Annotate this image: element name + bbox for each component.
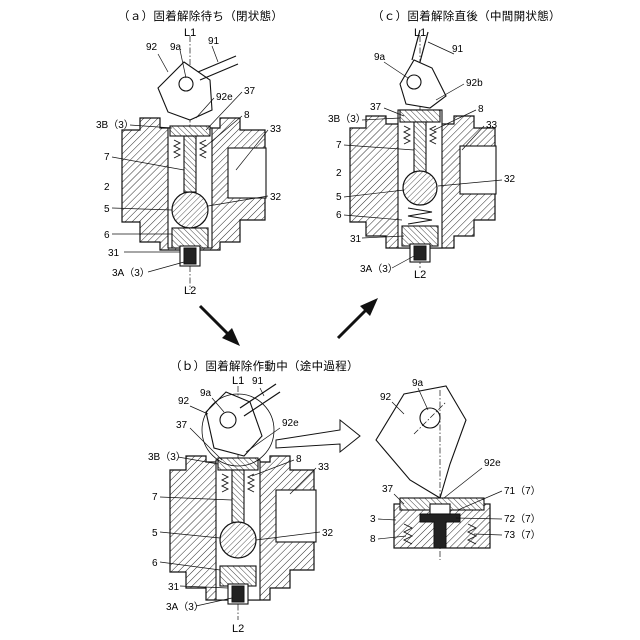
label-L1-c: L1 xyxy=(414,27,426,39)
label-6-c: 6 xyxy=(336,210,342,221)
guide-37-c xyxy=(400,110,440,122)
label-3B-c: 3B（3） xyxy=(328,113,366,125)
ball-valve-a xyxy=(172,192,208,228)
guide-37-a xyxy=(170,126,210,136)
label-31-c: 31 xyxy=(350,234,362,245)
label-8-detail: 8 xyxy=(370,534,376,545)
label-37-detail: 37 xyxy=(382,484,394,495)
inlet-plug-a xyxy=(184,248,196,264)
label-3-detail: 3 xyxy=(370,514,376,525)
label-91-a: 91 xyxy=(208,36,220,47)
label-92e-b: 92e xyxy=(282,418,299,429)
label-3B-b: 3B（3） xyxy=(148,451,186,463)
caption-a: （ａ）固着解除待ち（閉状態） xyxy=(118,9,283,23)
label-3B-a: 3B（3） xyxy=(96,119,134,131)
label-3A-b: 3A（3） xyxy=(166,601,204,613)
label-31-b: 31 xyxy=(168,582,180,593)
label-32-c: 32 xyxy=(504,174,516,185)
caption-b: （ｂ）固着解除作動中（途中過程） xyxy=(170,359,359,373)
label-L2-a: L2 xyxy=(184,285,196,297)
seat-a xyxy=(172,228,208,248)
label-92-b: 92 xyxy=(178,396,190,407)
label-37-a: 37 xyxy=(244,86,256,97)
inlet-plug-b xyxy=(232,586,244,602)
outlet-port-c xyxy=(460,146,496,194)
label-7-c: 7 xyxy=(336,140,342,151)
label-5-a: 5 xyxy=(104,204,110,215)
pivot-9a-c xyxy=(407,75,421,89)
ball-valve-b xyxy=(220,522,256,558)
label-5-b: 5 xyxy=(152,528,158,539)
pivot-9a-b xyxy=(220,412,236,428)
label-92e-detail: 92e xyxy=(484,458,501,469)
label-6-a: 6 xyxy=(104,230,110,241)
stem-c xyxy=(414,122,426,172)
seat-c xyxy=(402,226,438,246)
ball-valve-c xyxy=(403,171,437,205)
outlet-port-a xyxy=(228,148,266,198)
label-7-a: 7 xyxy=(104,152,110,163)
label-92b-c: 92b xyxy=(466,78,483,89)
panel-c: （ｃ）固着解除直後（中間開状態） L1 9a 91 92b 37 8 33 3B… xyxy=(328,9,561,281)
label-73-detail: 73（7） xyxy=(504,529,541,541)
label-92e-a: 92e xyxy=(216,92,233,103)
label-71-detail: 71（7） xyxy=(504,485,541,497)
label-L2-b: L2 xyxy=(232,623,244,635)
label-37-b: 37 xyxy=(176,420,188,431)
label-33-c: 33 xyxy=(486,120,498,131)
guide-37-b xyxy=(218,458,258,470)
label-9a-a: 9a xyxy=(170,42,182,53)
handle-91-b-1 xyxy=(240,384,276,408)
inlet-plug-c xyxy=(414,246,426,260)
label-5-c: 5 xyxy=(336,192,342,203)
label-L1-a: L1 xyxy=(184,27,196,39)
label-33-b: 33 xyxy=(318,462,330,473)
label-8-b: 8 xyxy=(296,454,302,465)
pivot-9a-a xyxy=(179,77,193,91)
label-3A-c: 3A（3） xyxy=(360,263,398,275)
label-8-c: 8 xyxy=(478,104,484,115)
label-91-b: 91 xyxy=(252,376,264,387)
caption-c: （ｃ）固着解除直後（中間開状態） xyxy=(372,9,561,23)
label-32-a: 32 xyxy=(270,192,282,203)
label-3A-a: 3A（3） xyxy=(112,267,150,279)
label-92-a: 92 xyxy=(146,42,158,53)
detail-view: 9a 92 92e 37 71（7） 3 72（7） 8 73（7） xyxy=(370,378,541,560)
label-72-detail: 72（7） xyxy=(504,513,541,525)
stem-b xyxy=(232,470,244,530)
label-92-detail: 92 xyxy=(380,392,392,403)
label-32-b: 32 xyxy=(322,528,334,539)
label-L2-c: L2 xyxy=(414,269,426,281)
label-2-c: 2 xyxy=(336,168,342,179)
seat-b xyxy=(220,566,256,586)
label-7-b: 7 xyxy=(152,492,158,503)
handle-91-a-2 xyxy=(200,64,238,80)
label-9a-b: 9a xyxy=(200,388,212,399)
label-9a-detail: 9a xyxy=(412,378,424,389)
panel-a: （ａ）固着解除待ち（閉状態） L1 9a 91 92 92e 37 xyxy=(96,9,283,297)
label-9a-c: 9a xyxy=(374,52,386,63)
label-31-a: 31 xyxy=(108,248,120,259)
label-8-a: 8 xyxy=(244,110,250,121)
label-91-c: 91 xyxy=(452,44,464,55)
label-37-c: 37 xyxy=(370,102,382,113)
panel-b: （ｂ）固着解除作動中（途中過程） L1 9a 91 92 92e 37 8 33… xyxy=(148,359,360,635)
outlet-port-b xyxy=(276,490,316,542)
label-33-a: 33 xyxy=(270,124,282,135)
label-6-b: 6 xyxy=(152,558,158,569)
transition-arrows xyxy=(200,298,378,346)
stem-a xyxy=(184,136,196,192)
label-L1-b: L1 xyxy=(232,375,244,387)
label-2-a: 2 xyxy=(104,182,110,193)
cap-head-detail xyxy=(430,504,450,514)
